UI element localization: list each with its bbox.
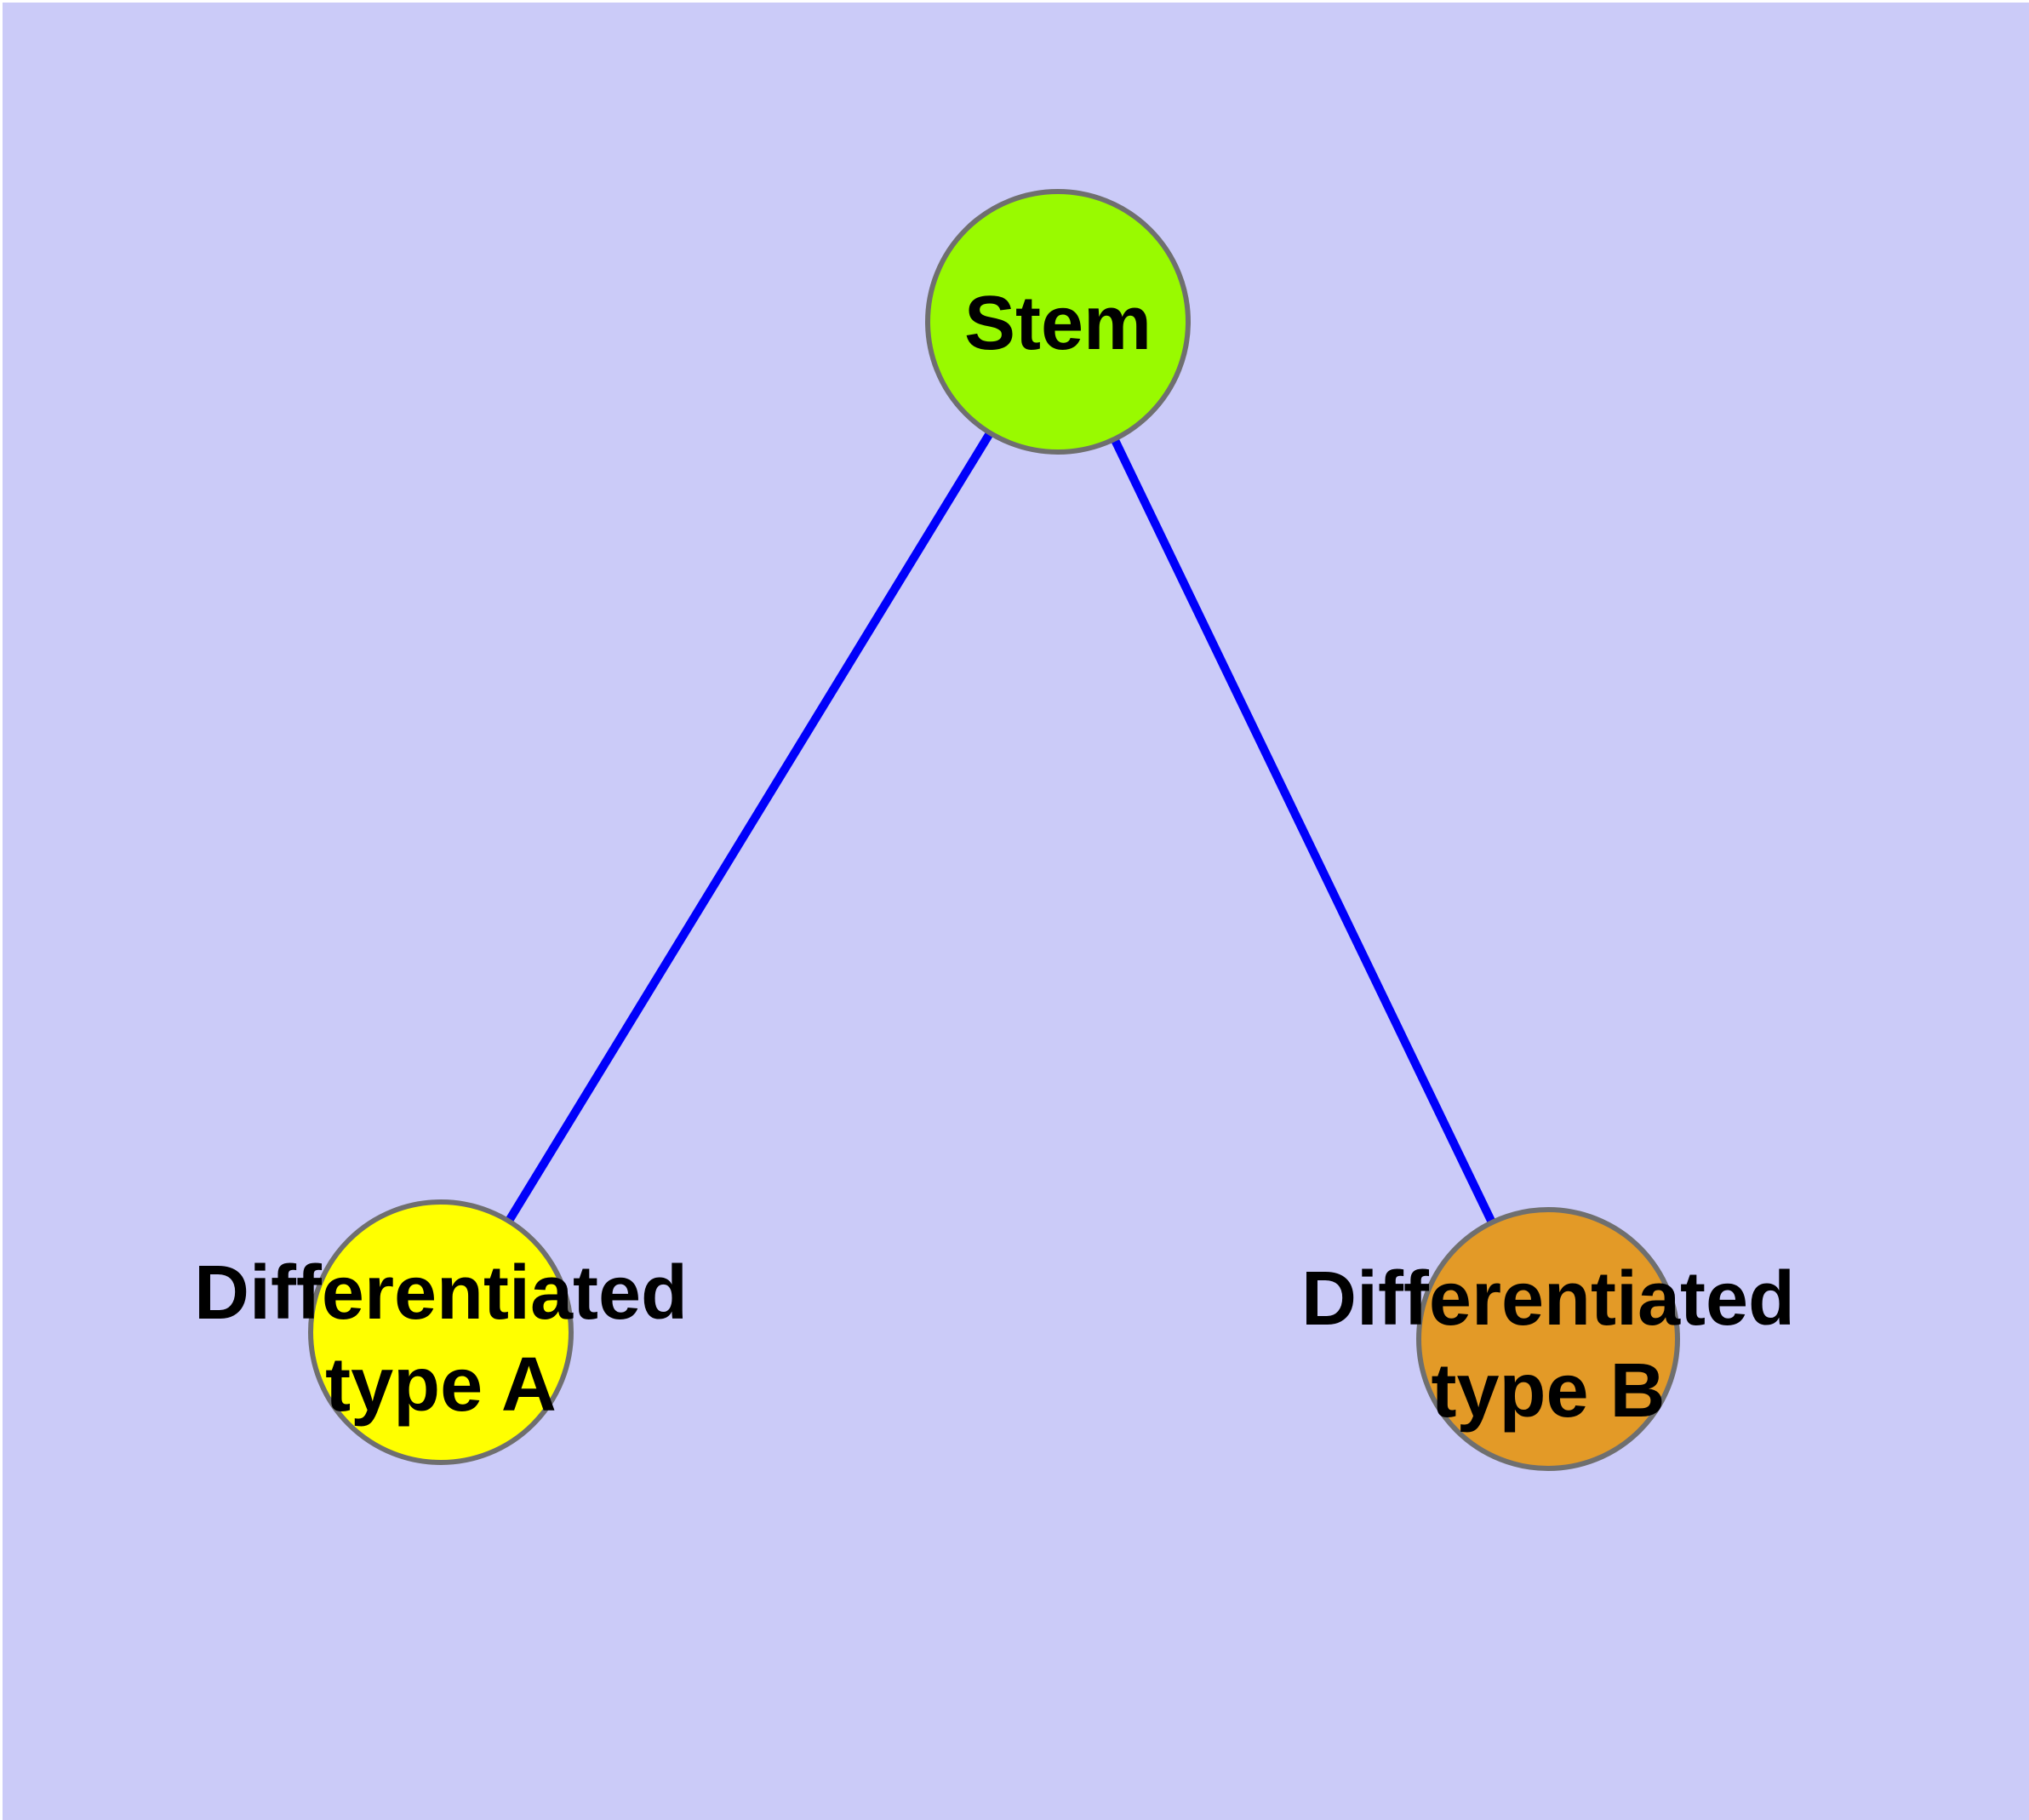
node-type-a: [308, 1199, 574, 1465]
node-type-b: [1416, 1207, 1680, 1471]
node-type-a-label-line-1: Differentiated: [194, 1251, 688, 1336]
node-type-b-label-line-1: Differentiated: [1301, 1256, 1795, 1342]
node-stem-label: Stem: [964, 281, 1152, 366]
node-stem: [925, 189, 1191, 455]
edge-stem-to-type-b: [1054, 319, 1552, 1342]
edge-stem-to-type-a: [437, 319, 1062, 1335]
node-type-b-label-line-2: type B: [1431, 1348, 1665, 1434]
node-type-a-label-line-2: type A: [325, 1342, 557, 1428]
